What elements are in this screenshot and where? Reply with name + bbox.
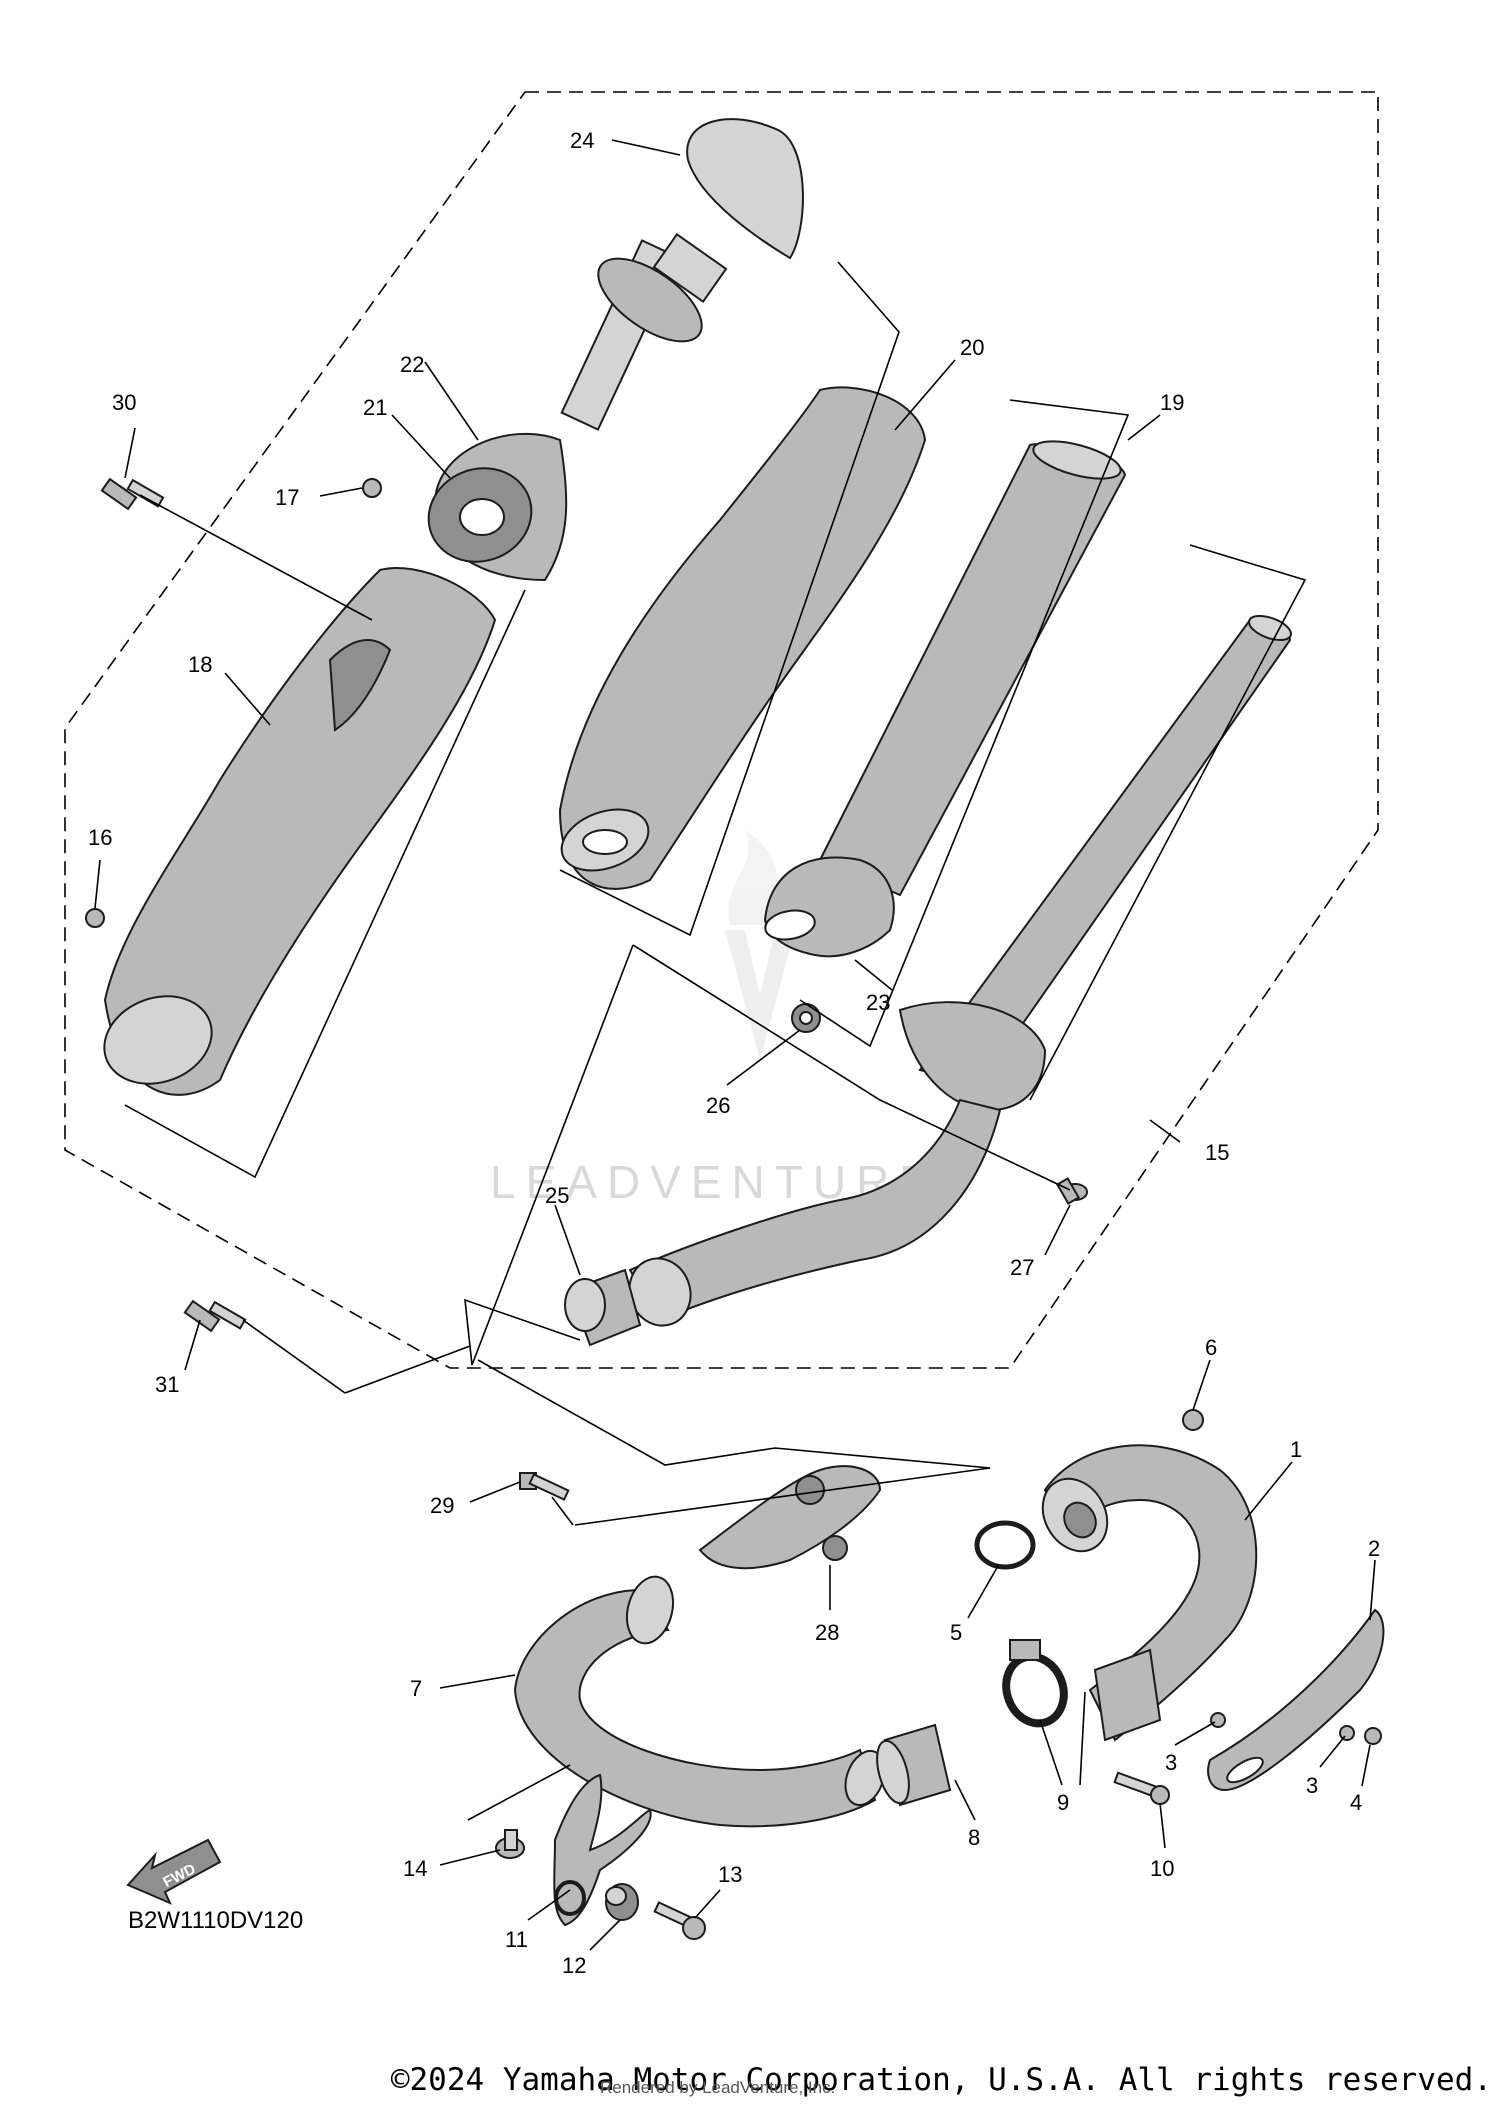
part-16-nut: [85, 908, 105, 928]
callout-3a: 3: [1165, 1750, 1177, 1775]
callout-5: 5: [950, 1620, 962, 1645]
callout-1: 1: [1290, 1437, 1302, 1462]
part-6-nut: [1182, 1409, 1204, 1431]
callout-20: 20: [960, 335, 984, 360]
callout-2: 2: [1368, 1536, 1380, 1561]
part-29-bolt: [519, 1472, 570, 1501]
part-1-exhaust-header: [1041, 1444, 1258, 1742]
callout-31: 31: [155, 1372, 179, 1397]
callout-18: 18: [188, 652, 212, 677]
callout-22: 22: [400, 352, 424, 377]
part-2-heat-guard: [1207, 1608, 1385, 1792]
muffler-assembly-boundary: [64, 91, 1379, 1369]
callout-17: 17: [275, 485, 299, 510]
diagram-code: B2W1110DV120: [128, 1907, 303, 1934]
callout-30: 30: [112, 390, 136, 415]
part-26-grommet: [791, 1003, 821, 1033]
fwd-arrow-icon: FWD: [126, 1838, 222, 1905]
callout-12: 12: [562, 1953, 586, 1978]
callout-4: 4: [1350, 1790, 1362, 1815]
part-9-clamp: [1002, 1639, 1068, 1728]
callout-10: 10: [1150, 1856, 1174, 1881]
callout-labels: 1 2 3 3 4 5 6 7 8 9 10 11 12 13 14 15 16…: [88, 128, 1380, 1978]
watermark-logo: [725, 830, 795, 1060]
callout-19: 19: [1160, 390, 1184, 415]
part-5-gasket: [974, 1520, 1036, 1570]
callout-21: 21: [363, 395, 387, 420]
part-3-nut-b: [1339, 1725, 1355, 1741]
part-31-bolt: [183, 1299, 247, 1333]
part-15-header-pipe: [628, 614, 1292, 1327]
callout-13: 13: [718, 1862, 742, 1887]
part-8-sleeve: [876, 1723, 952, 1807]
callout-11: 11: [505, 1927, 528, 1952]
callout-16: 16: [88, 825, 112, 850]
callout-leaders: [94, 139, 1376, 1951]
callout-29: 29: [430, 1493, 454, 1518]
callout-15: 15: [1205, 1140, 1229, 1165]
callout-28: 28: [815, 1620, 839, 1645]
part-28-bracket: [698, 1465, 882, 1570]
callout-7: 7: [410, 1676, 422, 1701]
callout-27: 27: [1010, 1255, 1034, 1280]
rendered-by-note: Rendered by LeadVenture, Inc.: [600, 2078, 836, 2097]
part-inner-pipe-flange: [560, 233, 728, 431]
part-10-bolt: [1113, 1771, 1170, 1805]
callout-25: 25: [545, 1183, 569, 1208]
part-11-bracket: [553, 1773, 652, 1927]
part-12-grommet: [605, 1883, 639, 1921]
assembly-guide-lines: [124, 261, 1307, 1821]
callout-26: 26: [706, 1093, 730, 1118]
part-13-bolt: [653, 1901, 706, 1940]
callout-6: 6: [1205, 1335, 1217, 1360]
part-3-nut-a: [1210, 1712, 1226, 1728]
copyright-notice: ©2024 Yamaha Motor Corporation, U.S.A. A…: [390, 2062, 1492, 2098]
part-17-nut: [362, 478, 382, 498]
part-19-tube: [763, 440, 1127, 958]
part-4-bolt: [1364, 1727, 1382, 1745]
part-25-sleeve: [564, 1268, 642, 1347]
part-18-muffler-shell: [103, 567, 497, 1096]
callout-9: 9: [1057, 1790, 1069, 1815]
part-27-bolt: [1055, 1177, 1088, 1205]
callout-14: 14: [403, 1856, 427, 1881]
part-24-end-cap: [686, 118, 804, 260]
callout-24: 24: [570, 128, 594, 153]
part-20-muffler-body: [558, 386, 927, 890]
callout-3b: 3: [1306, 1773, 1318, 1798]
part-7-header-pipe: [513, 1575, 886, 1828]
part-30-bolt: [100, 477, 165, 511]
callout-8: 8: [968, 1825, 980, 1850]
part-14-bolt: [495, 1829, 525, 1859]
callout-23: 23: [866, 990, 890, 1015]
part-21-22-cone: [427, 432, 568, 582]
